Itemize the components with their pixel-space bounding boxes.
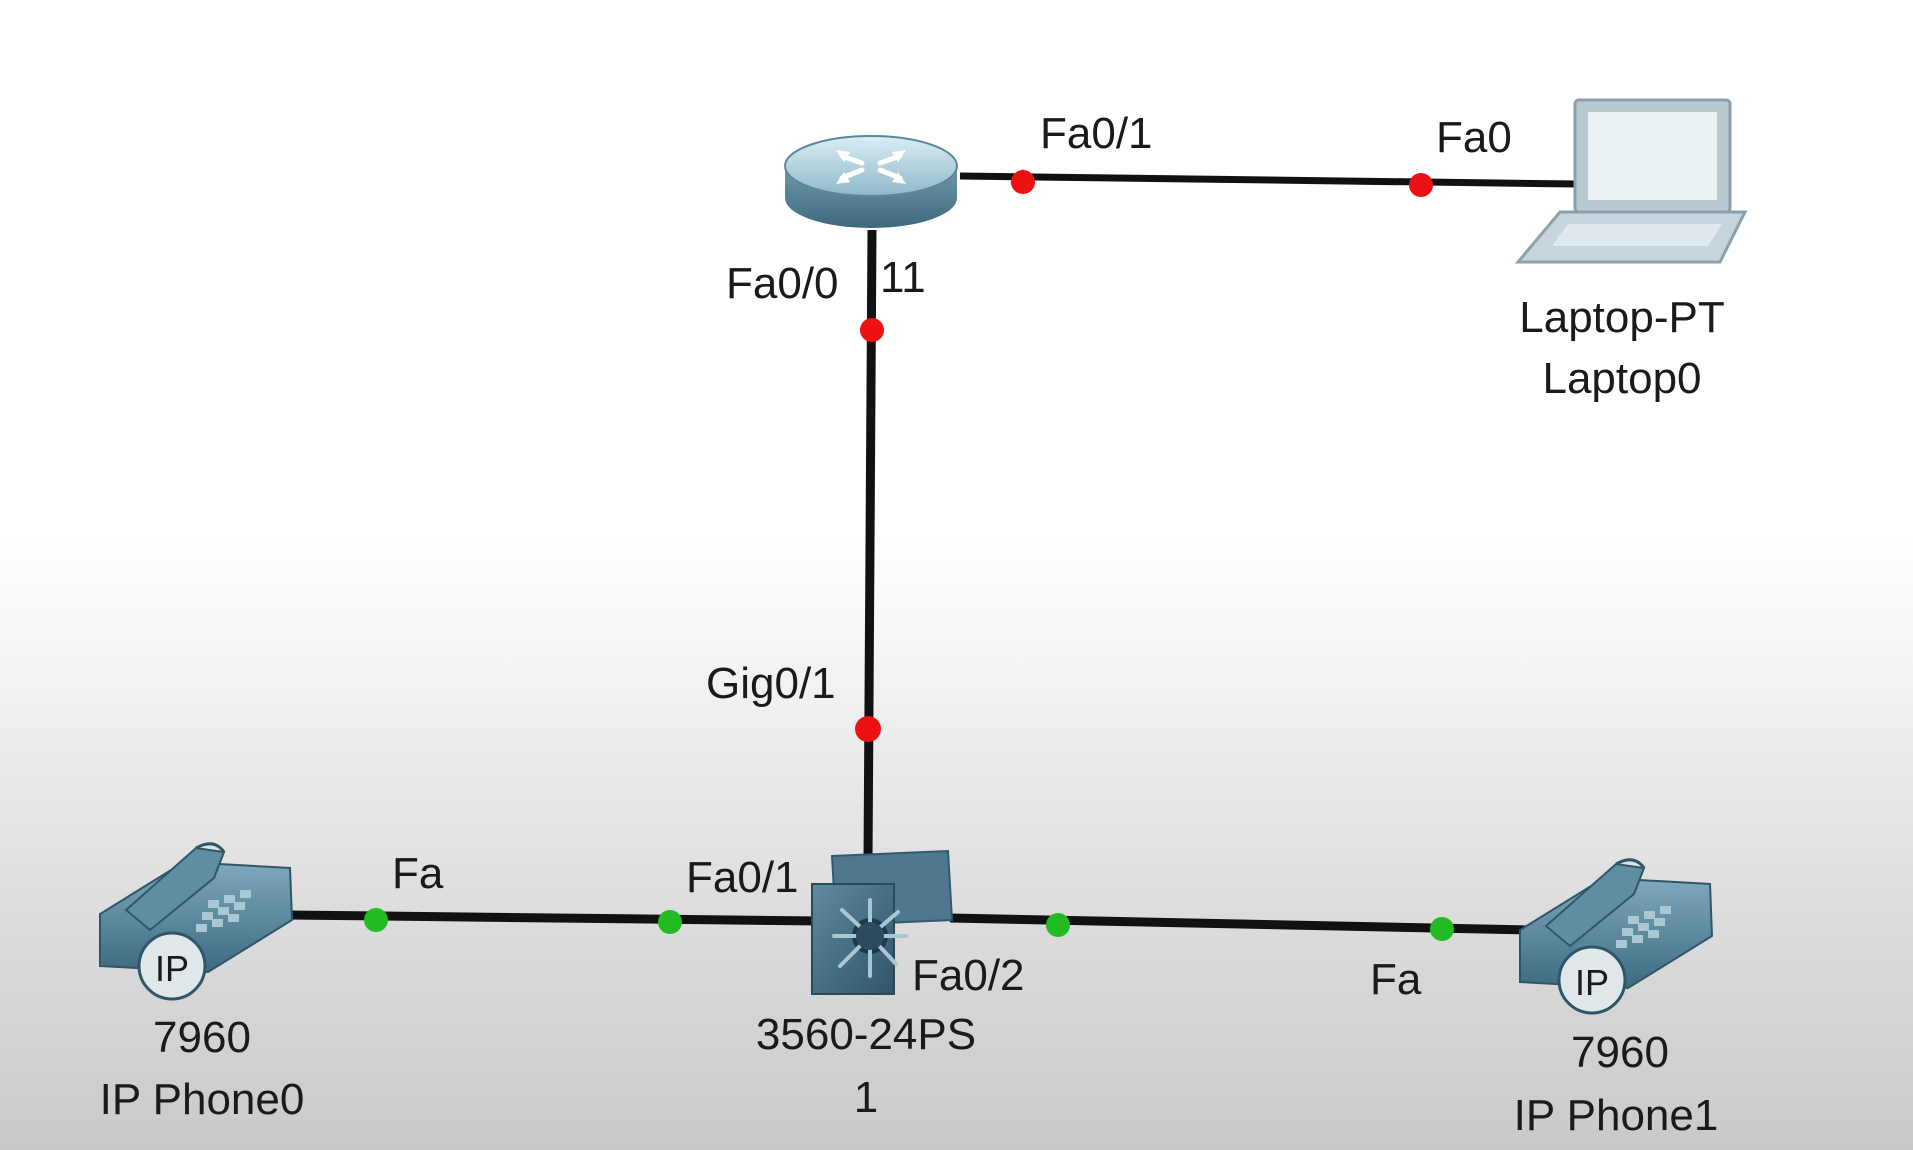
router-icon	[784, 135, 958, 228]
link-indicator-switch-gig01	[855, 716, 881, 742]
laptop-model-label: Laptop-PT	[1519, 293, 1724, 342]
laptop-device[interactable]: Laptop-PT Laptop0	[1514, 98, 1748, 403]
link-indicator-laptop-fa0	[1409, 173, 1433, 197]
link-indicator-switch-fa01	[658, 910, 682, 934]
port-label-switch-fa01: Fa0/1	[686, 853, 799, 902]
port-label-phone0-fa: Fa	[392, 849, 444, 898]
ip-phone0-device[interactable]: IP 7960 IP Phone0	[99, 842, 305, 1124]
link-indicator-phone0-fa	[364, 908, 388, 932]
port-label-router-extra: 11	[880, 253, 926, 302]
ip-phone-icon	[1519, 858, 1714, 1015]
port-label-switch-fa02: Fa0/2	[912, 951, 1025, 1000]
switch-icon	[811, 849, 954, 995]
ip-phone0-name-label: IP Phone0	[100, 1075, 305, 1124]
link-indicator-router-fa01-dot	[1011, 170, 1035, 194]
port-label-router-fa01: Fa0/1	[1040, 109, 1153, 158]
ip-phone1-name-label: IP Phone1	[1514, 1091, 1719, 1140]
switch-model-label: 3560-24PS	[756, 1010, 976, 1059]
link-indicator-switch-fa02	[1046, 913, 1070, 937]
ip-phone1-model-label: 7960	[1571, 1028, 1669, 1077]
ip-phone1-device[interactable]: IP 7960 IP Phone1	[1514, 858, 1719, 1140]
port-label-router-fa00: Fa0/0	[726, 259, 839, 308]
laptop-icon	[1514, 98, 1748, 264]
port-label-phone1-fa: Fa	[1370, 955, 1422, 1004]
ip-phone0-badge: IP	[155, 948, 189, 989]
ip-phone-icon	[99, 842, 294, 1001]
ip-phone0-model-label: 7960	[153, 1013, 251, 1062]
port-label-laptop-fa0: Fa0	[1436, 113, 1512, 162]
ip-phone1-badge: IP	[1575, 962, 1609, 1003]
link-indicator-phone1-fa	[1430, 917, 1454, 941]
port-label-switch-gig01: Gig0/1	[706, 659, 836, 708]
switch-device[interactable]: 3560-24PS 1	[756, 849, 976, 1122]
router-device[interactable]	[784, 135, 958, 228]
link-indicator-router-fa00	[860, 318, 884, 342]
switch-name-label: 1	[854, 1073, 878, 1122]
laptop-name-label: Laptop0	[1542, 354, 1701, 403]
link-router-laptop[interactable]	[959, 172, 1577, 188]
